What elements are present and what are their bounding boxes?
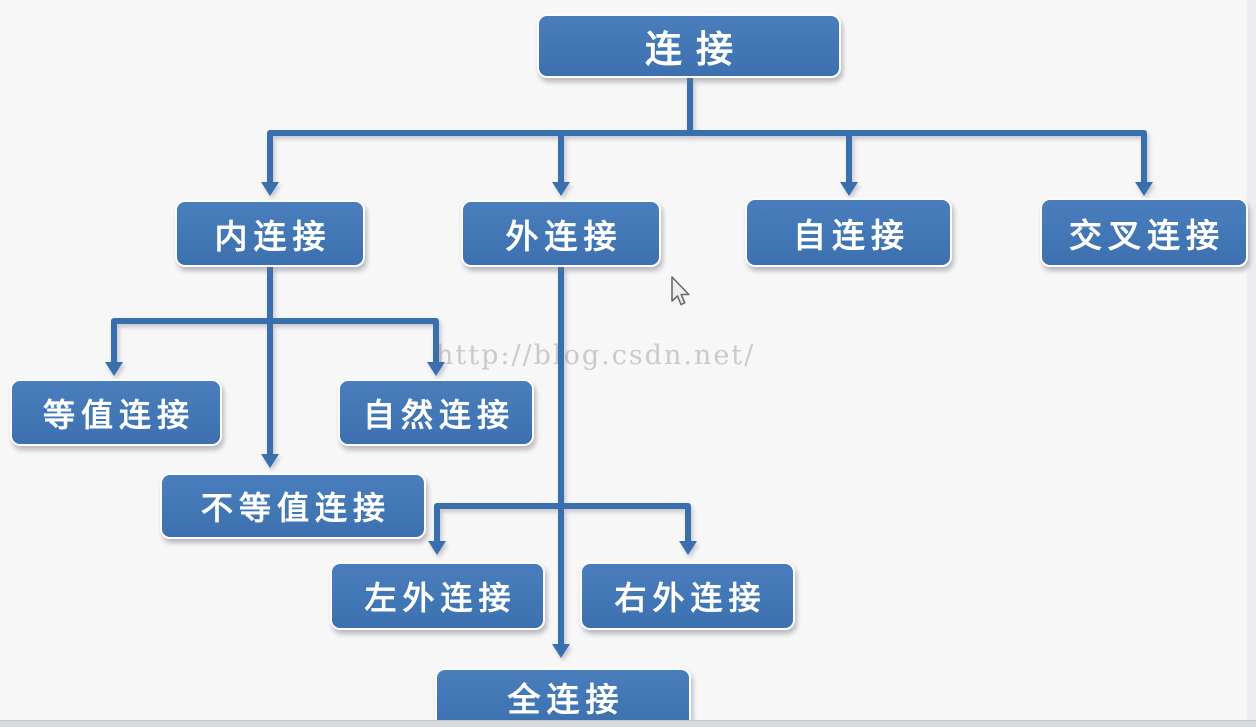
- mouse-cursor-icon: [671, 276, 690, 306]
- node-equi-join: 等值连接: [10, 379, 222, 446]
- node-right-outer-join-label: 右外连接: [614, 579, 767, 617]
- bottom-edge-strip: [0, 720, 1256, 727]
- node-natural-join: 自然连接: [338, 379, 534, 446]
- node-full-join: 全连接: [435, 668, 691, 724]
- arrowhead-to-left-outer-join: [428, 541, 446, 555]
- arrowhead-to-right-outer-join: [679, 541, 697, 555]
- arrowhead-to-outer-join: [552, 182, 570, 196]
- node-self-join-label: 自连接: [793, 215, 910, 255]
- node-non-equi-join-label: 不等值连接: [200, 489, 391, 527]
- arrowhead-to-inner-join: [261, 182, 279, 196]
- edge-outer-children-bar: [434, 503, 691, 543]
- node-cross-join: 交叉连接: [1040, 198, 1248, 267]
- node-non-equi-join: 不等值连接: [160, 473, 426, 539]
- node-join-label: 连接: [645, 28, 747, 71]
- watermark: http://blog.csdn.net/: [436, 340, 756, 371]
- edge-join-children-bar: [267, 130, 1147, 184]
- node-left-outer-join: 左外连接: [330, 562, 545, 630]
- arrowhead-to-cross-join: [1135, 182, 1153, 196]
- node-inner-join-label: 内连接: [214, 216, 332, 256]
- node-right-outer-join: 右外连接: [580, 562, 795, 630]
- arrowhead-to-equi-join: [105, 362, 123, 376]
- arrowhead-to-natural-join: [427, 362, 445, 376]
- node-equi-join-label: 等值连接: [42, 395, 195, 434]
- arrowhead-to-full-join: [552, 644, 570, 658]
- node-left-outer-join-label: 左外连接: [364, 579, 517, 617]
- node-self-join: 自连接: [745, 198, 952, 267]
- arrowhead-to-non-equi-join: [261, 454, 279, 468]
- arrowhead-to-self-join: [840, 182, 858, 196]
- node-natural-join-label: 自然连接: [362, 395, 515, 434]
- node-cross-join-label: 交叉连接: [1069, 215, 1225, 255]
- edge-inner-children-bar: [111, 318, 439, 364]
- node-inner-join: 内连接: [175, 200, 365, 267]
- node-outer-join: 外连接: [461, 200, 661, 267]
- node-join: 连接: [537, 14, 841, 78]
- node-full-join-label: 全连接: [507, 680, 625, 719]
- frame-right-edge: [1247, 0, 1256, 727]
- node-outer-join-label: 外连接: [505, 216, 623, 256]
